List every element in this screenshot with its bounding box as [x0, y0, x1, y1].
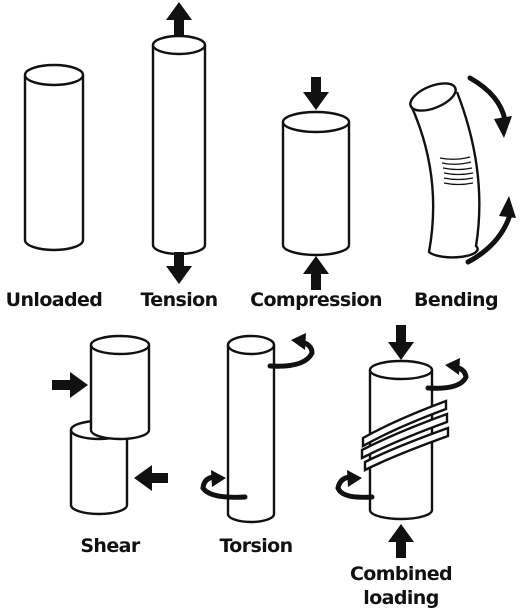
label-bending: Bending [414, 289, 498, 311]
bending-bottom-curved-arrow-icon [465, 196, 516, 265]
shear-arrow-right-icon [52, 372, 88, 398]
label-shear: Shear [80, 535, 141, 557]
tension-arrow-down-icon [166, 252, 192, 284]
label-combined-line2: loading [363, 587, 438, 609]
label-torsion: Torsion [219, 535, 292, 557]
label-compression: Compression [250, 289, 382, 311]
combined-bottom-rotation-arrow-icon [335, 470, 375, 500]
combined-arrow-up-icon [388, 524, 414, 558]
compression-cylinder [281, 110, 351, 257]
combined-top-rotation-arrow-icon [425, 358, 469, 391]
bending-cylinder [408, 82, 481, 259]
compression-arrow-down-icon [303, 77, 329, 110]
combined-arrow-down-icon [388, 325, 414, 360]
label-tension: Tension [140, 289, 217, 311]
combined-loading-cylinder [360, 359, 450, 521]
tension-cylinder [151, 34, 207, 256]
label-unloaded: Unloaded [6, 289, 103, 311]
shear-upper-cylinder [89, 334, 151, 441]
torsion-cylinder [226, 334, 276, 524]
bending-top-curved-arrow-icon [467, 75, 512, 138]
unloaded-cylinder [23, 63, 85, 252]
shear-arrow-left-icon [134, 465, 168, 491]
compression-arrow-up-icon [303, 256, 329, 290]
tension-arrow-up-icon [166, 2, 192, 36]
torsion-top-rotation-arrow-icon [267, 333, 315, 369]
torsion-bottom-rotation-arrow-icon [200, 470, 248, 500]
label-combined-line1: Combined [350, 563, 452, 585]
